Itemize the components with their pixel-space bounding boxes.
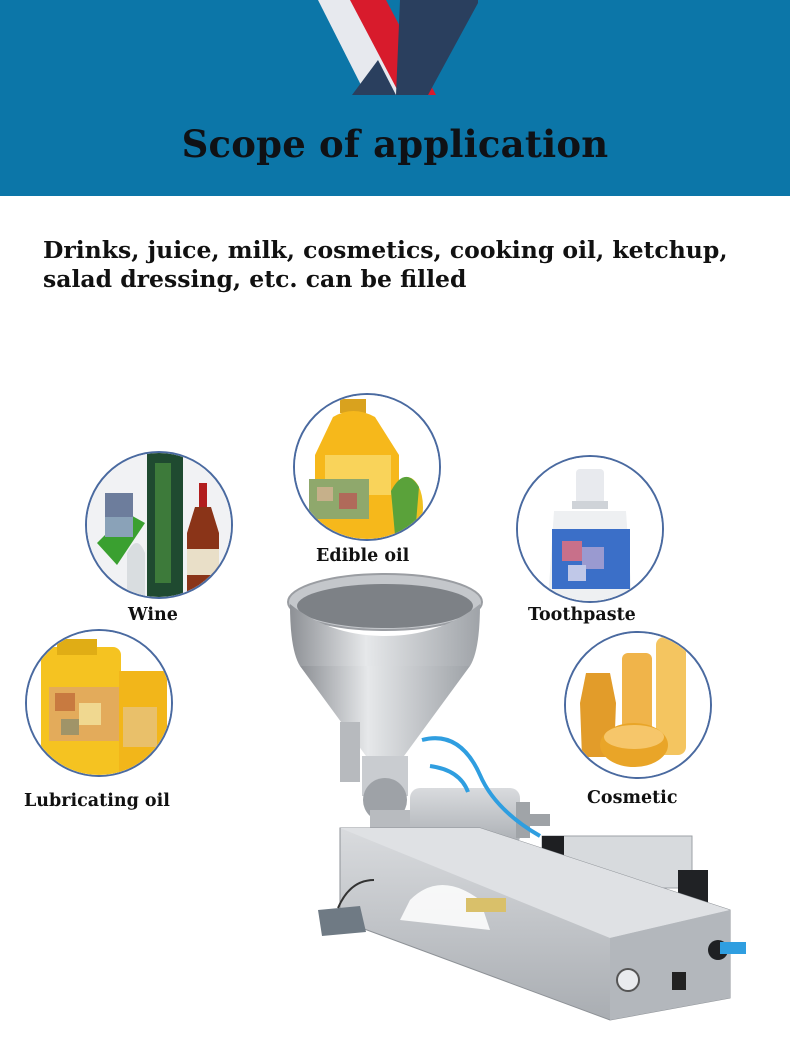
edible-oil-image — [293, 393, 441, 541]
intro-text: Drinks, juice, milk, cosmetics, cooking … — [43, 236, 728, 293]
paste-filling-machine-icon — [287, 573, 746, 1021]
brand-logo-icon — [318, 0, 478, 95]
oil-jerrycan-icon — [27, 631, 171, 775]
toothpaste-tube-icon — [518, 457, 662, 601]
header-banner: Scope of application — [0, 0, 790, 196]
cosmetic-label: Cosmetic — [587, 788, 678, 808]
oil-bottle-icon — [295, 395, 439, 539]
wine-label: Wine — [128, 605, 178, 625]
page-title: Scope of application — [181, 122, 609, 166]
cosmetic-bottles-icon — [566, 633, 710, 777]
lubricating-oil-image — [25, 629, 173, 777]
toothpaste-label: Toothpaste — [528, 605, 636, 625]
toothpaste-image — [516, 455, 664, 603]
beer-bottle-icon — [87, 453, 231, 597]
lubricating-oil-label: Lubricating oil — [24, 791, 170, 811]
filling-machine-image — [280, 570, 750, 1040]
cosmetic-image — [564, 631, 712, 779]
wine-image — [85, 451, 233, 599]
edible-oil-label: Edible oil — [316, 546, 410, 566]
